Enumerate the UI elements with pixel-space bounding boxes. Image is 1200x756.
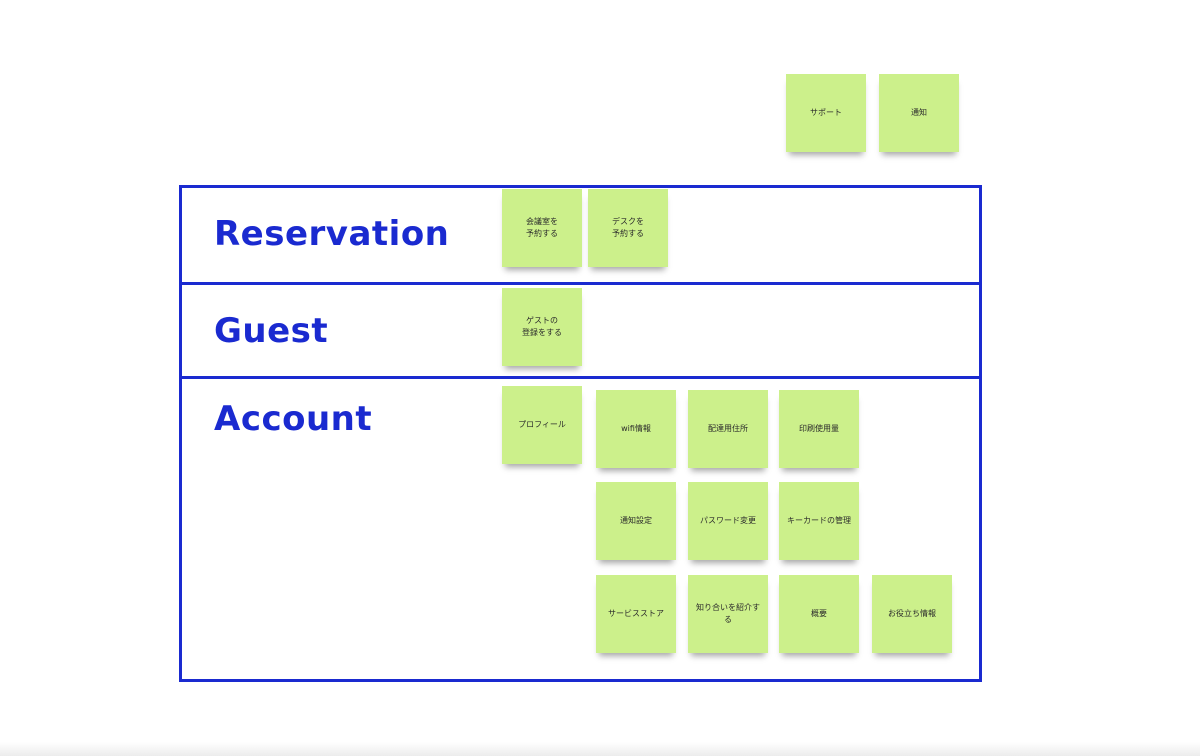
service-store-note[interactable]: サービスストア — [596, 575, 676, 653]
guest-section-frame — [179, 282, 982, 379]
refer-friend-note[interactable]: 知り合いを紹介す る — [688, 575, 768, 653]
bottom-edge-shadow — [0, 742, 1200, 756]
delivery-address-note[interactable]: 配達用住所 — [688, 390, 768, 468]
guest-section-label: Guest — [214, 311, 329, 351]
note-text: 通知 — [911, 108, 927, 118]
print-usage-note[interactable]: 印刷使用量 — [779, 390, 859, 468]
note-text: お役立ち情報 — [888, 609, 936, 619]
account-section-frame — [179, 379, 982, 682]
account-section-label: Account — [214, 399, 373, 439]
change-password-note[interactable]: パスワード変更 — [688, 482, 768, 560]
note-text: キーカードの管理 — [787, 516, 851, 526]
note-text: パスワード変更 — [700, 516, 756, 526]
note-text: プロフィール — [518, 420, 566, 430]
note-text: デスクを 予約する — [612, 217, 644, 238]
note-text: 印刷使用量 — [799, 424, 839, 434]
note-text: 会議室を 予約する — [526, 217, 558, 238]
reservation-section-frame — [179, 185, 982, 285]
note-text: サポート — [810, 108, 842, 118]
notifications-note[interactable]: 通知 — [879, 74, 959, 152]
note-text: 配達用住所 — [708, 424, 748, 434]
keycard-management-note[interactable]: キーカードの管理 — [779, 482, 859, 560]
book-desk-note[interactable]: デスクを 予約する — [588, 189, 668, 267]
register-guest-note[interactable]: ゲストの 登録をする — [502, 288, 582, 366]
note-text: 通知設定 — [620, 516, 652, 526]
support-note[interactable]: サポート — [786, 74, 866, 152]
note-text: 概要 — [811, 609, 827, 619]
book-meeting-room-note[interactable]: 会議室を 予約する — [502, 189, 582, 267]
useful-info-note[interactable]: お役立ち情報 — [872, 575, 952, 653]
overview-note[interactable]: 概要 — [779, 575, 859, 653]
profile-note[interactable]: プロフィール — [502, 386, 582, 464]
note-text: 知り合いを紹介す る — [696, 603, 760, 624]
reservation-section-label: Reservation — [214, 214, 450, 254]
note-text: サービスストア — [608, 609, 664, 619]
notification-settings-note[interactable]: 通知設定 — [596, 482, 676, 560]
wifi-info-note[interactable]: wifi情報 — [596, 390, 676, 468]
note-text: ゲストの 登録をする — [522, 316, 562, 337]
note-text: wifi情報 — [621, 424, 651, 434]
